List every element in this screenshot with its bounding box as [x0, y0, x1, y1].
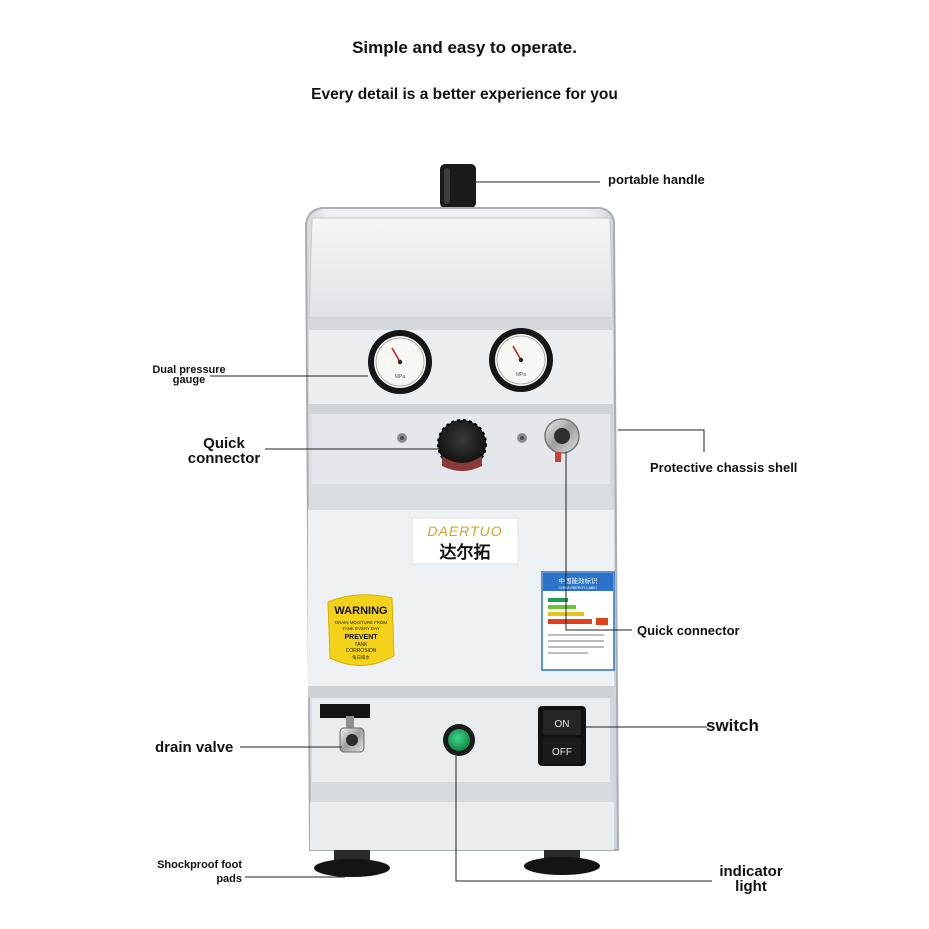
heading-line-1: Simple and easy to operate.: [352, 38, 577, 57]
label-dual-pressure-line1: Dual pressure: [152, 364, 226, 376]
power-switch: ON OFF: [538, 706, 586, 766]
label-quick-connector-right: Quick connector: [637, 623, 740, 638]
svg-text:DRAIN MOISTURE FROM: DRAIN MOISTURE FROM: [335, 620, 388, 625]
svg-text:PREVENT: PREVENT: [344, 634, 378, 641]
label-indicator-line1: indicator: [719, 863, 783, 880]
label-quick-connector-left: Quick connector: [180, 436, 268, 466]
indicator-light-part: [443, 724, 475, 756]
label-indicator-light: indicator light: [708, 864, 794, 894]
label-dual-pressure-gauge: Dual pressure gauge: [143, 365, 235, 386]
drain-valve-part: [320, 704, 370, 753]
label-shockproof-line1: Shockproof foot: [157, 859, 242, 871]
label-dual-pressure-line2: gauge: [172, 374, 206, 386]
heading-line-2: Every detail is a better experience for …: [311, 86, 618, 103]
svg-text:MPa: MPa: [516, 372, 527, 378]
regulator-knob: [437, 419, 487, 471]
label-protective-chassis-shell: Protective chassis shell: [650, 460, 798, 475]
brand-plate: DAERTUO 达尔拓: [411, 517, 519, 565]
svg-text:TANK: TANK: [355, 642, 369, 648]
label-indicator-line2: light: [735, 878, 767, 895]
label-quick-connector-left-line1: Quick: [203, 435, 245, 452]
svg-text:WARNING: WARNING: [334, 605, 387, 617]
label-drain-valve: drain valve: [155, 739, 234, 756]
svg-text:ON: ON: [555, 719, 570, 730]
svg-text:CHINA ENERGY LABEL: CHINA ENERGY LABEL: [558, 586, 597, 590]
label-portable-handle: portable handle: [608, 172, 705, 187]
svg-text:CORROSION: CORROSION: [346, 648, 377, 654]
svg-text:达尔拓: 达尔拓: [440, 542, 491, 563]
pressure-gauge-right: MPa: [489, 328, 553, 392]
callout-lines: [210, 181, 712, 882]
energy-label: 中国能效标识 CHINA ENERGY LABEL: [541, 571, 615, 671]
label-shockproof-foot-pads: Shockproof foot pads: [150, 860, 242, 885]
quick-coupler: [544, 418, 580, 462]
svg-text:每日排水: 每日排水: [352, 654, 370, 661]
shockproof-feet: [314, 850, 600, 877]
svg-text:OFF: OFF: [552, 747, 572, 758]
label-switch: switch: [706, 716, 759, 735]
svg-text:中国能效标识: 中国能效标识: [559, 576, 599, 585]
label-shockproof-line2: pads: [216, 873, 242, 885]
warning-sticker: WARNING DRAIN MOISTURE FROM TANK EVERY D…: [327, 594, 395, 667]
svg-text:TANK EVERY DAY: TANK EVERY DAY: [342, 626, 379, 631]
svg-text:DAERTUO: DAERTUO: [427, 523, 502, 539]
pressure-gauge-left: MPa: [368, 330, 432, 394]
label-quick-connector-left-line2: connector: [187, 450, 261, 467]
svg-text:MPa: MPa: [395, 374, 406, 380]
